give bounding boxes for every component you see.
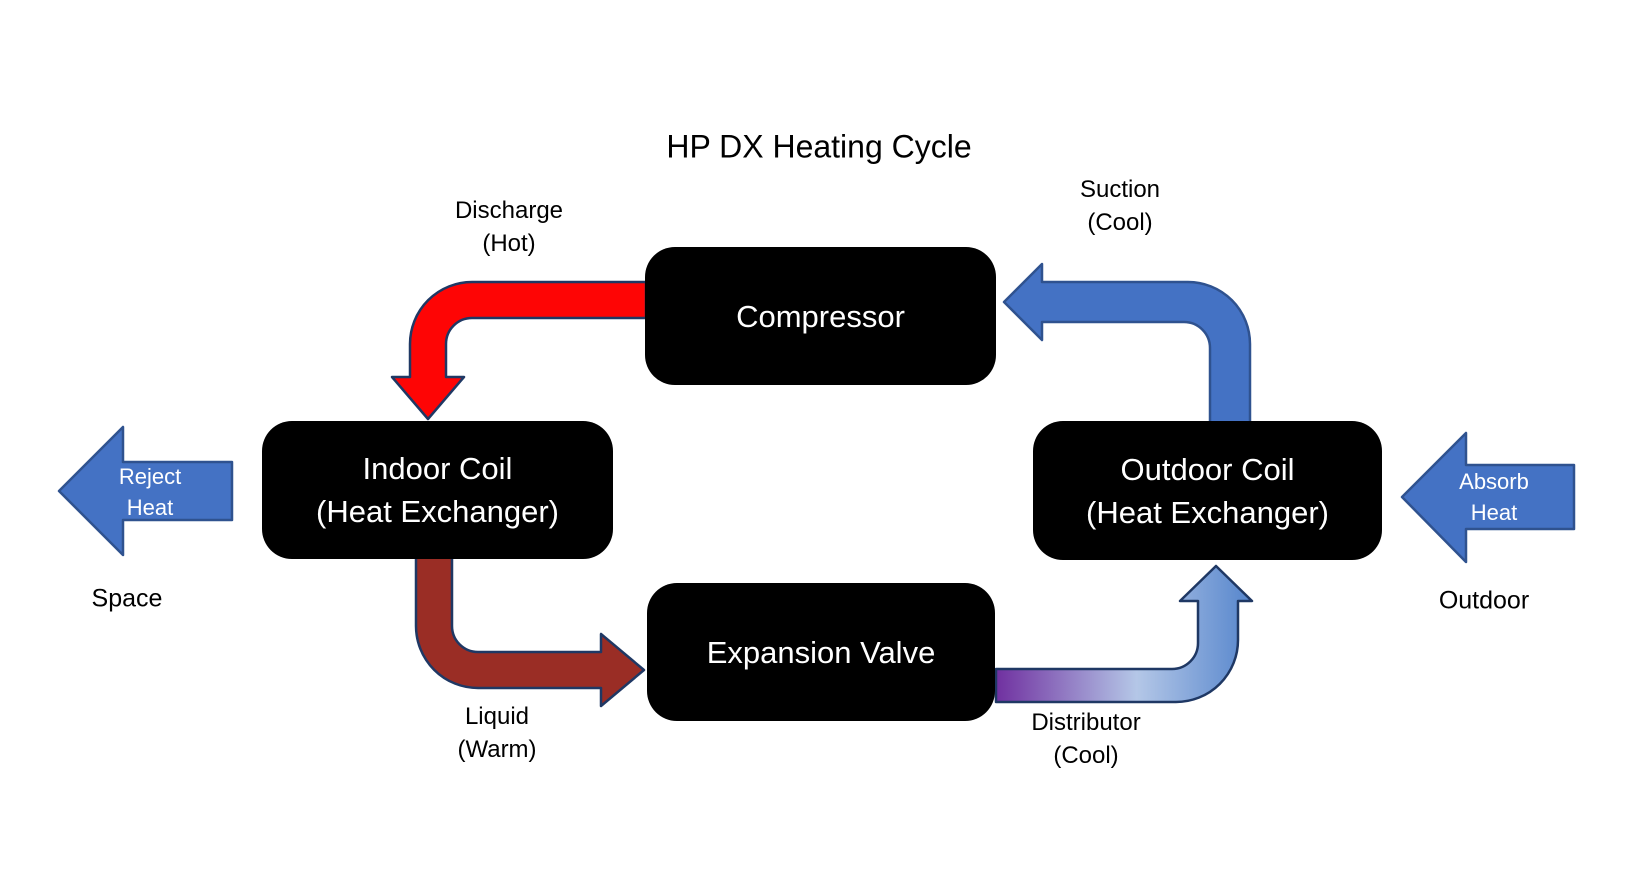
suction-label: Suction (Cool) [1080, 173, 1160, 239]
outdoor-coil-label-line1: Outdoor Coil [1120, 451, 1295, 487]
indoor-coil-node: Indoor Coil (Heat Exchanger) [262, 421, 613, 559]
liquid-label-line1: Liquid [464, 703, 530, 730]
distributor-cool-arrow [994, 564, 1254, 704]
expansion-valve-label: Expansion Valve [706, 634, 936, 670]
suction-label-line2: (Cool) [1087, 209, 1153, 236]
discharge-hot-arrow [390, 280, 648, 421]
reject-heat-label-line2: Heat [126, 495, 174, 520]
space-label: Space [91, 584, 163, 613]
liquid-label-line2: (Warm) [457, 736, 537, 763]
reject-heat-label-line1: Reject [118, 464, 182, 489]
expansion-valve-node: Expansion Valve [647, 583, 995, 721]
outdoor-coil-node: Outdoor Coil (Heat Exchanger) [1033, 421, 1382, 560]
diagram-title: HP DX Heating Cycle [666, 128, 972, 165]
indoor-coil-label-line1: Indoor Coil [362, 451, 513, 486]
discharge-label-line1: Discharge [454, 197, 564, 224]
absorb-heat-label-line1: Absorb [1459, 469, 1529, 494]
outdoor-label: Outdoor [1438, 586, 1530, 615]
compressor-node: Compressor [645, 247, 996, 385]
absorb-heat-label-line2: Heat [1470, 500, 1518, 525]
distributor-label-line2: (Cool) [1053, 742, 1119, 769]
outdoor-coil-label-line2: (Heat Exchanger) [1086, 494, 1329, 530]
distributor-label: Distributor (Cool) [1031, 706, 1140, 772]
liquid-label: Liquid (Warm) [457, 700, 536, 766]
suction-cool-arrow [1002, 262, 1252, 426]
liquid-warm-arrow [414, 554, 646, 708]
suction-label-line1: Suction [1079, 176, 1161, 203]
compressor-label: Compressor [736, 298, 905, 334]
discharge-label-line2: (Hot) [482, 230, 536, 257]
discharge-label: Discharge (Hot) [455, 194, 563, 260]
absorb-heat-arrow [1400, 431, 1576, 564]
reject-heat-label: Reject Heat [119, 461, 181, 523]
reject-heat-arrow [57, 425, 234, 557]
indoor-coil-label-line2: (Heat Exchanger) [316, 494, 559, 529]
absorb-heat-label: Absorb Heat [1459, 466, 1529, 528]
distributor-label-line1: Distributor [1031, 709, 1141, 736]
